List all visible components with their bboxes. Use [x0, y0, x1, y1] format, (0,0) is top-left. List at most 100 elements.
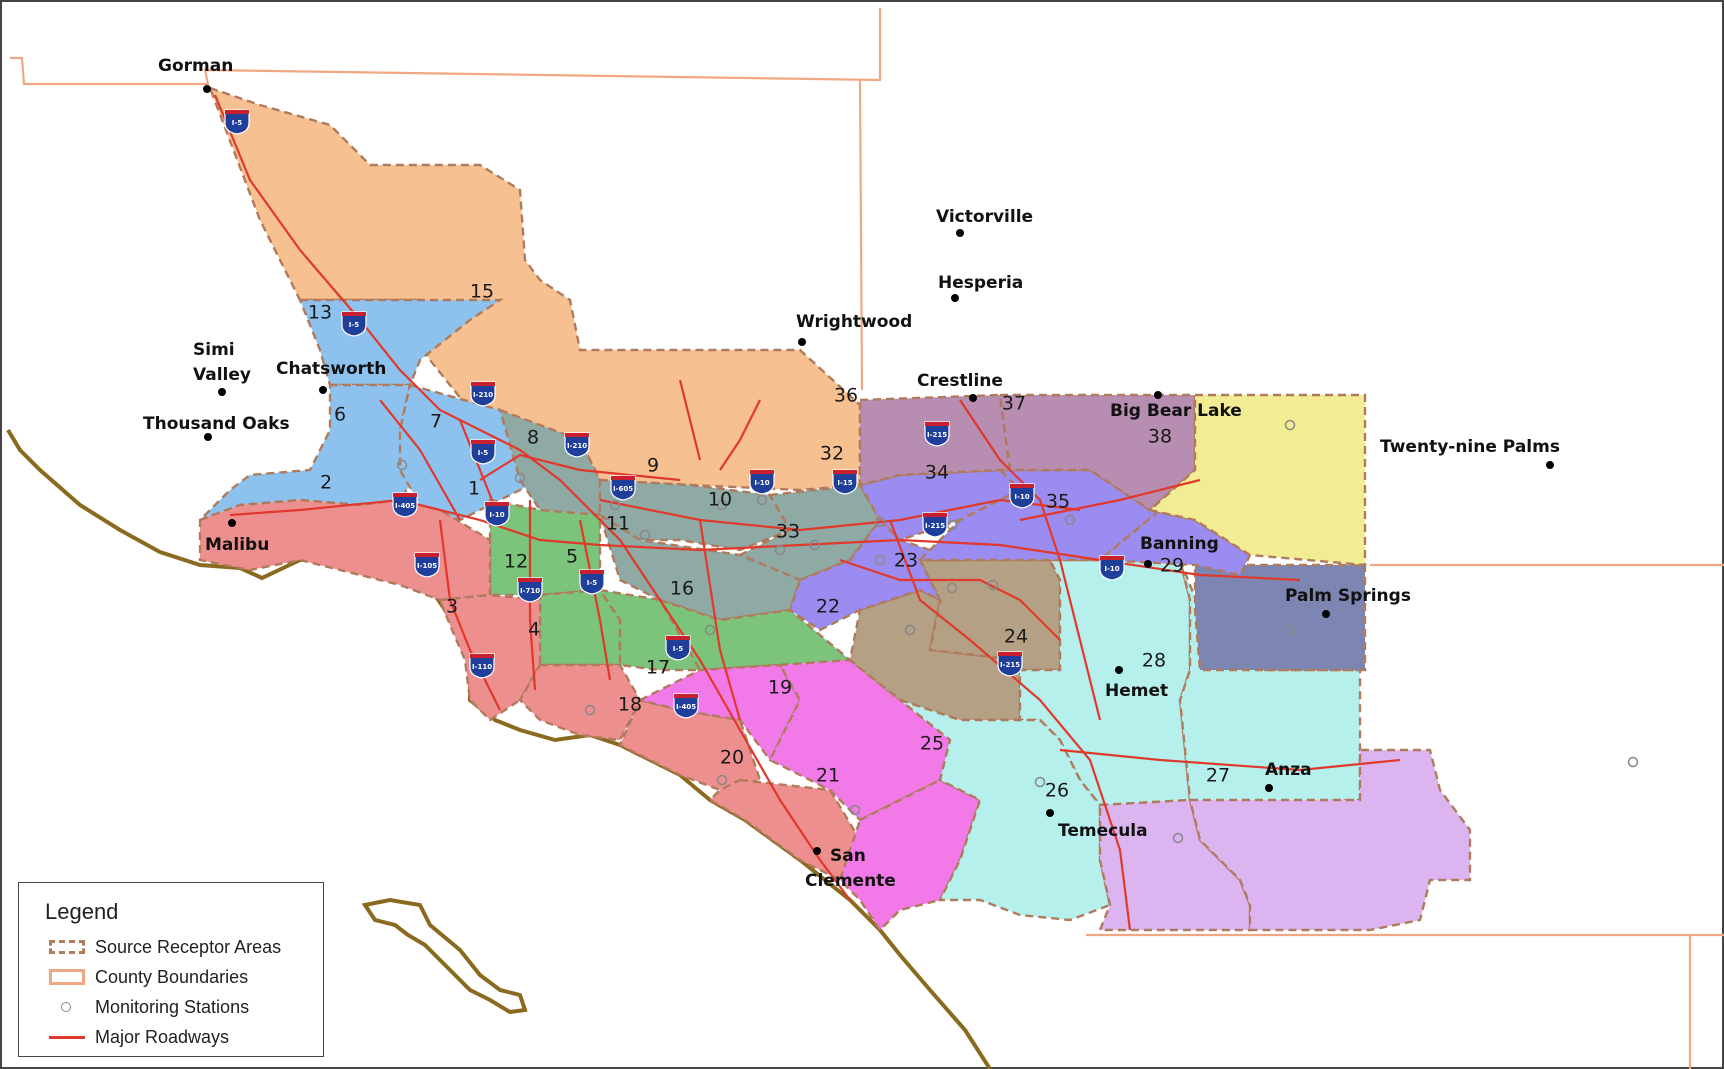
- sra-33: [788, 518, 961, 632]
- city-name: Hesperia: [938, 273, 1023, 293]
- interstate-shield-icon: I-210: [564, 432, 590, 458]
- interstate-shield-icon: I-405: [673, 693, 699, 719]
- sra-4: [518, 663, 642, 742]
- sra-label-20: 20: [720, 747, 744, 769]
- city-dot: [1046, 809, 1054, 817]
- city-dot: [969, 394, 977, 402]
- city-big-bear-lake: Big Bear Lake: [1110, 391, 1242, 421]
- shield-label: I-5: [587, 579, 598, 587]
- interstate-shield-icon: I-5: [341, 311, 367, 337]
- shield-label: I-10: [489, 511, 504, 519]
- sra-label-9: 9: [647, 455, 659, 477]
- sra-27: [1188, 748, 1472, 932]
- legend-item-label: Monitoring Stations: [95, 996, 250, 1017]
- interstate-shield-icon: I-605: [610, 475, 636, 501]
- interstate-shield-icon: I-5: [470, 439, 496, 465]
- city-dot: [203, 85, 211, 93]
- interstate-shield-icon: I-15: [832, 469, 858, 495]
- shield-label: I-405: [395, 502, 415, 510]
- interstate-shield-icon: I-215: [924, 421, 950, 447]
- city-dot: [813, 847, 821, 855]
- legend-item-label: Major Roadways: [95, 1026, 230, 1047]
- sra-label-10: 10: [708, 489, 732, 511]
- interstate-shield-icon: I-10: [749, 469, 775, 495]
- shield-label: I-405: [676, 703, 696, 711]
- interstate-shields: I-5I-5I-210I-5I-210I-605I-10I-405I-10I-1…: [224, 109, 1125, 719]
- sra-2: [198, 498, 492, 602]
- sra-label-11: 11: [606, 513, 630, 535]
- city-dot: [204, 433, 212, 441]
- city-dot: [1115, 666, 1123, 674]
- sra-10: [737, 483, 882, 582]
- sra-label-6: 6: [334, 404, 346, 426]
- sra-label-2: 2: [320, 472, 332, 494]
- shield-label: I-215: [927, 431, 947, 439]
- city-crestline: Crestline: [917, 371, 1003, 402]
- shield-label: I-105: [417, 562, 437, 570]
- interstate-shield-icon: I-105: [414, 552, 440, 578]
- legend-item-major-roadways: Major Roadways: [49, 1025, 229, 1049]
- sra-label-4: 4: [528, 619, 540, 641]
- city-malibu: Malibu: [205, 519, 269, 555]
- city-name: Banning: [1140, 534, 1219, 554]
- sra-label-38: 38: [1148, 426, 1172, 448]
- sra-label-19: 19: [768, 677, 792, 699]
- city-anza: Anza: [1265, 760, 1312, 792]
- interstate-shield-icon: I-210: [470, 381, 496, 407]
- sra-label-33: 33: [776, 521, 800, 543]
- shield-label: I-110: [472, 663, 492, 671]
- city-dot: [1265, 784, 1273, 792]
- city-dot: [1154, 391, 1162, 399]
- sra-label-35: 35: [1046, 491, 1070, 513]
- sra-1: [488, 498, 602, 597]
- sra-label-23: 23: [894, 550, 918, 572]
- city-hemet: Hemet: [1105, 666, 1168, 701]
- sra-label-22: 22: [816, 596, 840, 618]
- sra-11: [597, 512, 802, 622]
- city-name: Gorman: [158, 56, 233, 76]
- city-dot: [951, 294, 959, 302]
- interstate-shield-icon: I-710: [517, 577, 543, 603]
- sra-label-5: 5: [566, 546, 578, 568]
- sra-20: [708, 778, 862, 882]
- city-temecula: Temecula: [1046, 809, 1148, 841]
- legend-item-source-receptor-areas: Source Receptor Areas: [49, 935, 281, 959]
- monitoring-stations: [396, 419, 1639, 844]
- sra-label-24: 24: [1004, 626, 1028, 648]
- city-banning: Banning: [1140, 534, 1219, 568]
- shield-label: I-215: [1000, 661, 1020, 669]
- interstate-shield-icon: I-10: [1099, 555, 1125, 581]
- red-line-icon: [49, 1030, 85, 1044]
- shield-label: I-215: [925, 522, 945, 530]
- shield-label: I-605: [613, 485, 633, 493]
- sra-label-26: 26: [1045, 780, 1069, 802]
- shield-label: I-10: [754, 479, 769, 487]
- city-victorville: Victorville: [936, 207, 1033, 237]
- sra-label-29: 29: [1160, 555, 1184, 577]
- sra-label-7: 7: [430, 411, 442, 433]
- sra-label-18: 18: [618, 694, 642, 716]
- sra-label-16: 16: [670, 578, 694, 600]
- interstate-shield-icon: I-215: [922, 512, 948, 538]
- shield-label: I-210: [473, 391, 493, 399]
- city-name: Crestline: [917, 371, 1003, 391]
- city-wrightwood: Wrightwood: [796, 312, 912, 346]
- legend-item-label: County Boundaries: [95, 966, 249, 987]
- shield-label: I-10: [1014, 493, 1029, 501]
- interstate-shield-icon: I-215: [997, 651, 1023, 677]
- legend-item-label: Source Receptor Areas: [95, 936, 282, 957]
- interstate-shield-icon: I-405: [392, 492, 418, 518]
- city-name: Twenty-nine Palms: [1380, 437, 1560, 457]
- city-name: Malibu: [205, 535, 269, 555]
- city-dot: [798, 338, 806, 346]
- sra-label-21: 21: [816, 765, 840, 787]
- shield-label: I-5: [349, 321, 360, 329]
- city-twenty-nine-palms: Twenty-nine Palms: [1380, 437, 1560, 469]
- shield-label: I-210: [567, 442, 587, 450]
- sra-label-32: 32: [820, 443, 844, 465]
- city-name: Palm Springs: [1285, 586, 1411, 606]
- interstate-shield-icon: I-5: [224, 109, 250, 135]
- city-name: Chatsworth: [276, 359, 386, 379]
